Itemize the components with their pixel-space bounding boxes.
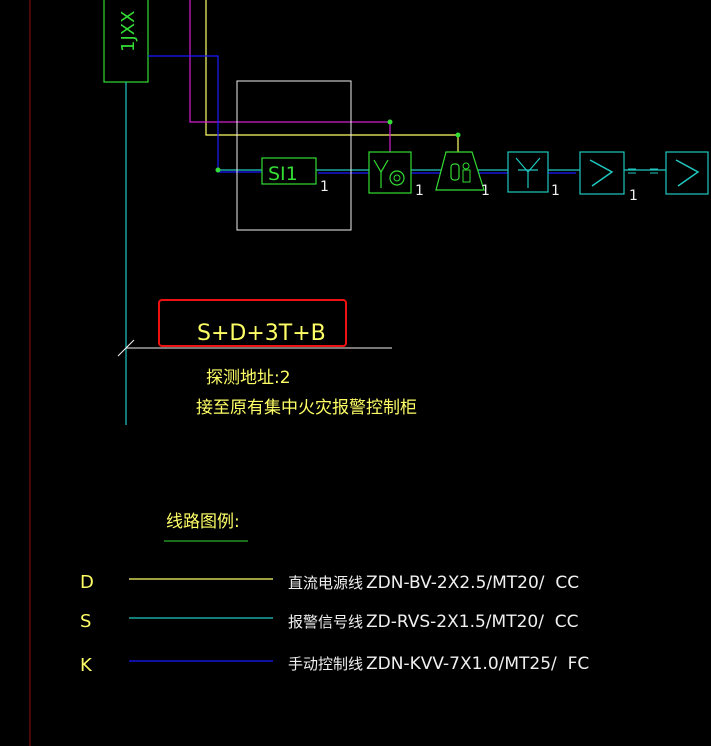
- manual-control-route: [148, 55, 262, 173]
- legend-spec: ZD-RVS-2X1.5/MT20/ CC: [366, 612, 579, 632]
- legend-title: 线路图例:: [166, 512, 240, 532]
- junction-dot: [455, 132, 461, 138]
- junction-dot: [387, 119, 393, 125]
- junction-box[interactable]: 1JXX: [103, 0, 149, 83]
- legend-item-k: K 手动控制线 ZDN-KVV-7X1.0/MT25/ FC: [80, 654, 589, 676]
- junction-dot: [215, 167, 221, 173]
- annotation-tick: [117, 339, 135, 357]
- legend-code: S: [80, 611, 91, 632]
- module-count: 1: [320, 179, 329, 195]
- legend-item-d: D 直流电源线 ZDN-BV-2X2.5/MT20/ CC: [80, 572, 579, 593]
- junction-box-label: 1JXX: [118, 11, 139, 52]
- smoke-detector-icon[interactable]: [665, 151, 709, 195]
- legend-code: K: [80, 655, 93, 676]
- legend-code: D: [80, 572, 94, 593]
- module-label: SI1: [268, 163, 298, 185]
- power-line-route: [205, 0, 459, 170]
- control-line-route: [189, 0, 391, 152]
- manual-alarm-button-icon[interactable]: 1: [368, 151, 424, 199]
- highlight-box: [158, 299, 347, 347]
- module-enclosure: [236, 80, 352, 231]
- fire-hydrant-button-icon[interactable]: 1: [507, 151, 560, 199]
- legend-item-s: S 报警信号线 ZD-RVS-2X1.5/MT20/ CC: [80, 611, 579, 632]
- legend-name: 手动控制线: [288, 655, 363, 673]
- detector-address-label: 探测地址:2: [206, 368, 291, 388]
- smoke-detector-icon[interactable]: 1: [579, 151, 638, 204]
- device-count: 1: [481, 183, 490, 199]
- legend-name: 报警信号线: [288, 613, 363, 631]
- device-count: 1: [415, 183, 424, 199]
- legend-spec: ZDN-KVV-7X1.0/MT25/ FC: [366, 654, 589, 674]
- line-spec-label: S+D+3T+B: [197, 321, 326, 346]
- sound-light-alarm-icon[interactable]: 1: [435, 151, 490, 199]
- device-count: 1: [551, 183, 560, 199]
- device-count: 1: [629, 188, 638, 204]
- isolator-module[interactable]: SI1 1: [261, 157, 329, 195]
- destination-label: 接至原有集中火灾报警控制柜: [196, 398, 417, 418]
- legend-name: 直流电源线: [288, 574, 363, 592]
- legend-spec: ZDN-BV-2X2.5/MT20/ CC: [366, 573, 579, 593]
- line-break-mark: [628, 168, 658, 174]
